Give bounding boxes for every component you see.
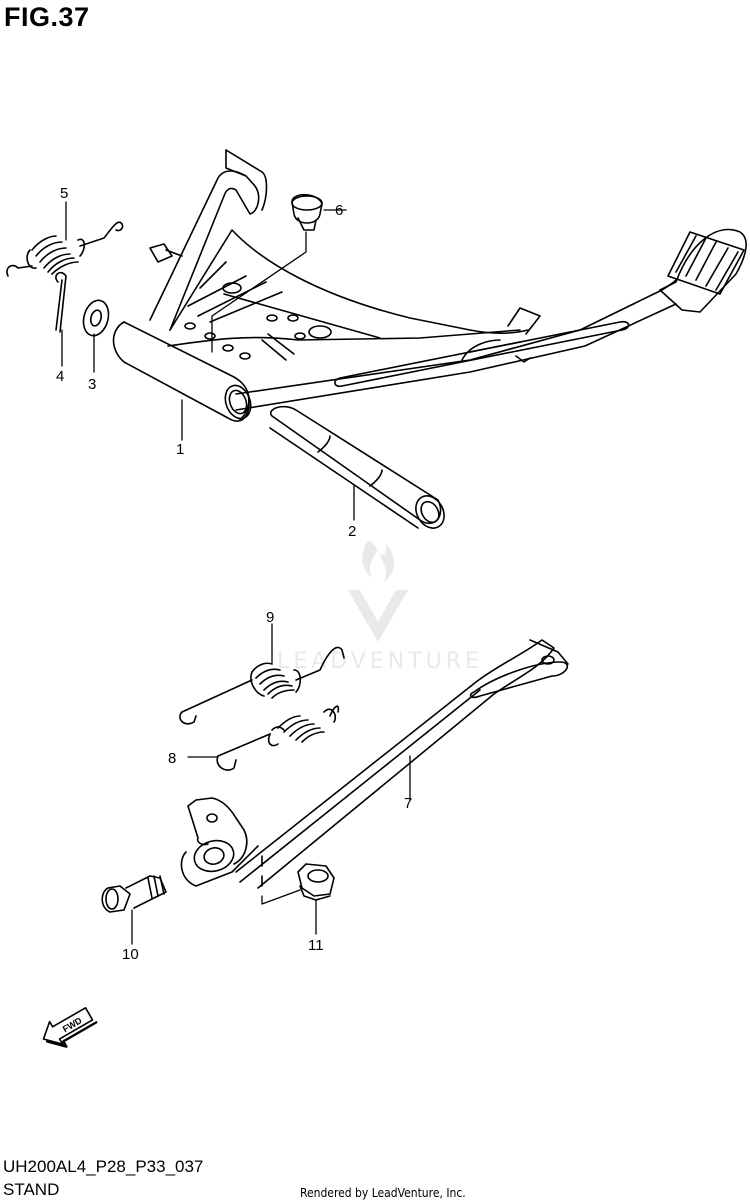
diagram-name: STAND — [3, 1180, 60, 1199]
watermark-text: LEADVENTURE — [277, 649, 483, 674]
center-stand[interactable] — [112, 149, 747, 422]
pivot-bolt[interactable] — [101, 875, 167, 913]
callout-5[interactable]: 5 — [60, 185, 68, 202]
leadventure-watermark: LEADVENTURE — [277, 540, 483, 674]
side-stand-spring-upper[interactable] — [179, 646, 345, 725]
stand-spring[interactable] — [6, 221, 124, 277]
side-stand[interactable] — [180, 639, 569, 889]
callout-2[interactable]: 2 — [348, 523, 356, 540]
callout-10[interactable]: 10 — [122, 946, 139, 963]
callout-8[interactable]: 8 — [168, 750, 176, 767]
washer[interactable] — [80, 298, 112, 339]
side-stand-spring-lower[interactable] — [216, 705, 340, 771]
callout-1[interactable]: 1 — [176, 441, 184, 458]
flange-nut[interactable] — [297, 863, 335, 901]
callout-6[interactable]: 6 — [335, 202, 343, 219]
callout-9[interactable]: 9 — [266, 609, 274, 626]
callout-4[interactable]: 4 — [56, 368, 64, 385]
callout-7[interactable]: 7 — [404, 795, 412, 812]
cotter-pin[interactable] — [55, 271, 67, 333]
fwd-arrow-icon: FWD — [42, 1007, 98, 1048]
leader-lines — [61, 201, 411, 945]
rubber-stopper[interactable] — [291, 193, 323, 231]
callout-11[interactable]: 11 — [308, 937, 324, 954]
callout-3[interactable]: 3 — [88, 376, 96, 393]
pivot-shaft[interactable] — [269, 405, 450, 534]
figure-title: FIG.37 — [4, 2, 90, 32]
render-credit: Rendered by LeadVenture, Inc. — [300, 1186, 466, 1200]
diagram-code: UH200AL4_P28_P33_037 — [3, 1157, 204, 1176]
